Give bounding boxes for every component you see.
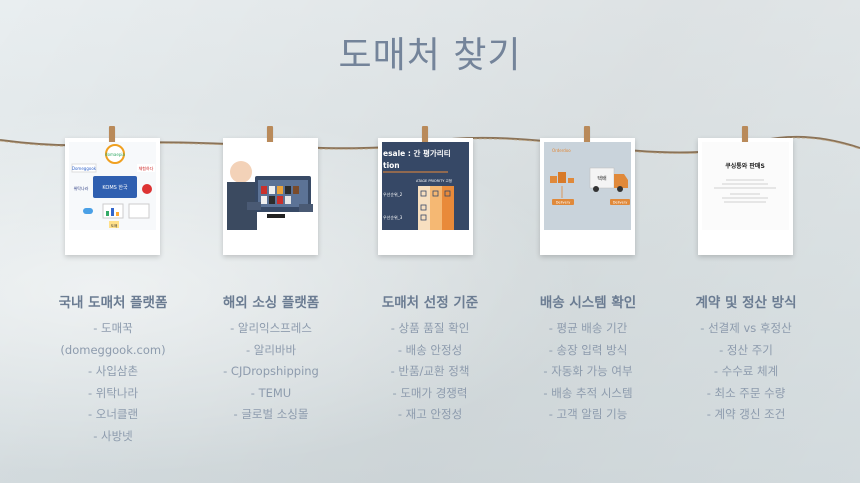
heading-overseas: 해외 소싱 플랫폼 <box>222 295 320 311</box>
logo-domaepia: domaepia <box>105 152 125 157</box>
list-item: - 선결제 vs 후정산 <box>700 321 792 335</box>
heading-shipping: 배송 시스템 확인 <box>539 295 637 311</box>
list-item: - 최소 주문 수량 <box>706 385 786 400</box>
clothespin-icon <box>584 126 590 146</box>
clothespin-icon <box>267 126 273 146</box>
list-item: - 재고 안정성 <box>397 407 463 421</box>
list-item: - 알리익스프레스 <box>230 321 312 335</box>
svg-text:ATAGE PRIORITY 고정: ATAGE PRIORITY 고정 <box>416 178 452 183</box>
card-image: esale : 간 평가리티 tion ATAGE PRIORITY 고정 우선… <box>382 142 469 230</box>
heading-domestic: 국내 도매처 플랫폼 <box>58 295 168 311</box>
list-item: - 고객 알림 기능 <box>548 407 628 421</box>
list-item: - 반품/교환 정책 <box>390 364 470 378</box>
svg-text:Orderdoo: Orderdoo <box>552 148 571 153</box>
list-item: - 수수료 체계 <box>713 364 779 378</box>
list-item: - 상품 품질 확인 <box>390 321 470 335</box>
heading-contract: 계약 및 정산 방식 <box>695 295 797 311</box>
list-overseas: - 알리익스프레스 - 알리바바 - CJDropshipping - TEMU… <box>185 318 357 426</box>
page-title: 도매처 찾기 <box>338 35 522 76</box>
card-image: Orderdoo 택배 Delivery Delivery <box>544 142 631 230</box>
heading-criteria: 도매처 선정 기준 <box>381 295 479 311</box>
clothespin-icon <box>422 126 428 146</box>
svg-text:tion: tion <box>383 161 400 170</box>
svg-text:우선순위_3: 우선순위_3 <box>383 214 403 220</box>
svg-text:쿠싱통와 판매S: 쿠싱통와 판매S <box>725 162 765 170</box>
svg-text:Delivery: Delivery <box>613 201 628 205</box>
card-image <box>227 142 314 230</box>
list-item: - 배송 추적 시스템 <box>543 385 633 400</box>
logo-koms: KOMS 한국 <box>102 185 128 191</box>
logo-tryit: 체험하다 <box>139 165 154 171</box>
card-domestic-wholesale[interactable]: domaepia Domeggook 체험하다 KOMS 한국 위탁나라 도매 <box>65 126 160 255</box>
card-image: domaepia Domeggook 체험하다 KOMS 한국 위탁나라 도매 <box>69 142 156 230</box>
list-domestic: - 도매꾹 (domeggook.com) - 사입삼촌 - 위탁나라 - 오너… <box>27 318 199 447</box>
list-item: - 송장 입력 방식 <box>548 342 628 357</box>
list-item: - 자동화 가능 여부 <box>543 364 633 378</box>
list-item: - CJDropshipping <box>223 364 319 378</box>
list-item: - 글로벌 소싱몰 <box>233 407 309 421</box>
card-selection-criteria[interactable]: esale : 간 평가리티 tion ATAGE PRIORITY 고정 우선… <box>378 126 473 255</box>
clothespin-icon <box>742 126 748 146</box>
list-item: - TEMU <box>250 385 292 400</box>
list-item: - 계약 갱신 조건 <box>706 407 786 421</box>
card-contract-settlement[interactable]: 쿠싱통와 판매S <box>698 126 793 255</box>
list-item: (domeggook.com) <box>60 342 166 357</box>
list-item: - 평균 배송 기간 <box>548 321 628 335</box>
list-item: - 알리바바 <box>245 342 297 357</box>
svg-text:도매: 도매 <box>111 223 117 228</box>
list-item: - 배송 안정성 <box>397 342 463 357</box>
svg-text:esale : 간 평가리티: esale : 간 평가리티 <box>383 148 451 158</box>
card-shipping-system[interactable]: Orderdoo 택배 Delivery Delivery <box>540 126 635 255</box>
list-item: - 오너클랜 <box>87 407 139 421</box>
svg-text:Delivery: Delivery <box>556 201 571 205</box>
list-criteria: - 상품 품질 확인 - 배송 안정성 - 반품/교환 정책 - 도매가 경쟁력… <box>344 318 516 426</box>
list-shipping: - 평균 배송 기간 - 송장 입력 방식 - 자동화 가능 여부 - 배송 추… <box>502 318 674 426</box>
card-image: 쿠싱통와 판매S <box>702 142 789 230</box>
list-item: - 정산 주기 <box>719 342 773 357</box>
list-item: - 사입삼촌 <box>87 364 139 378</box>
list-item: - 사방넷 <box>93 428 133 443</box>
list-contract: - 선결제 vs 후정산 - 정산 주기 - 수수료 체계 - 최소 주문 수량… <box>660 318 832 426</box>
logo-witak: 위탁나라 <box>74 185 89 191</box>
list-item: - 도매가 경쟁력 <box>392 385 468 400</box>
list-item: - 도매꾹 <box>93 321 133 335</box>
clothespin-icon <box>109 126 115 146</box>
card-overseas-sourcing[interactable] <box>223 126 318 255</box>
svg-text:택배: 택배 <box>597 175 607 182</box>
logo-domeggook: Domeggook <box>72 166 97 171</box>
svg-text:우선순위_2: 우선순위_2 <box>383 191 403 197</box>
list-item: - 위탁나라 <box>87 385 139 400</box>
